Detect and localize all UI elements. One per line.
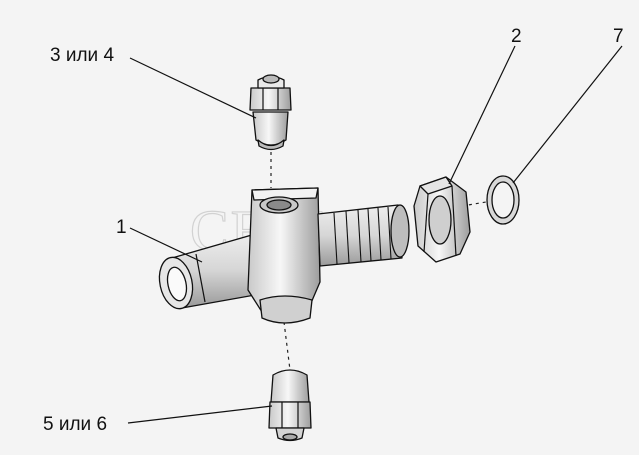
tee-body [158,187,410,324]
sealing-ring [486,175,520,225]
assembly-axes [270,152,493,371]
plug-upper [249,74,292,151]
callout-3-or-4: 3 или 4 [50,45,114,66]
callout-1: 1 [116,217,127,238]
callout-2: 2 [511,26,522,47]
hex-nut [413,176,471,263]
callout-7: 7 [613,26,624,47]
callout-5-or-6: 5 или 6 [43,414,107,435]
plug-lower [268,369,312,442]
leader-lines [127,45,623,424]
